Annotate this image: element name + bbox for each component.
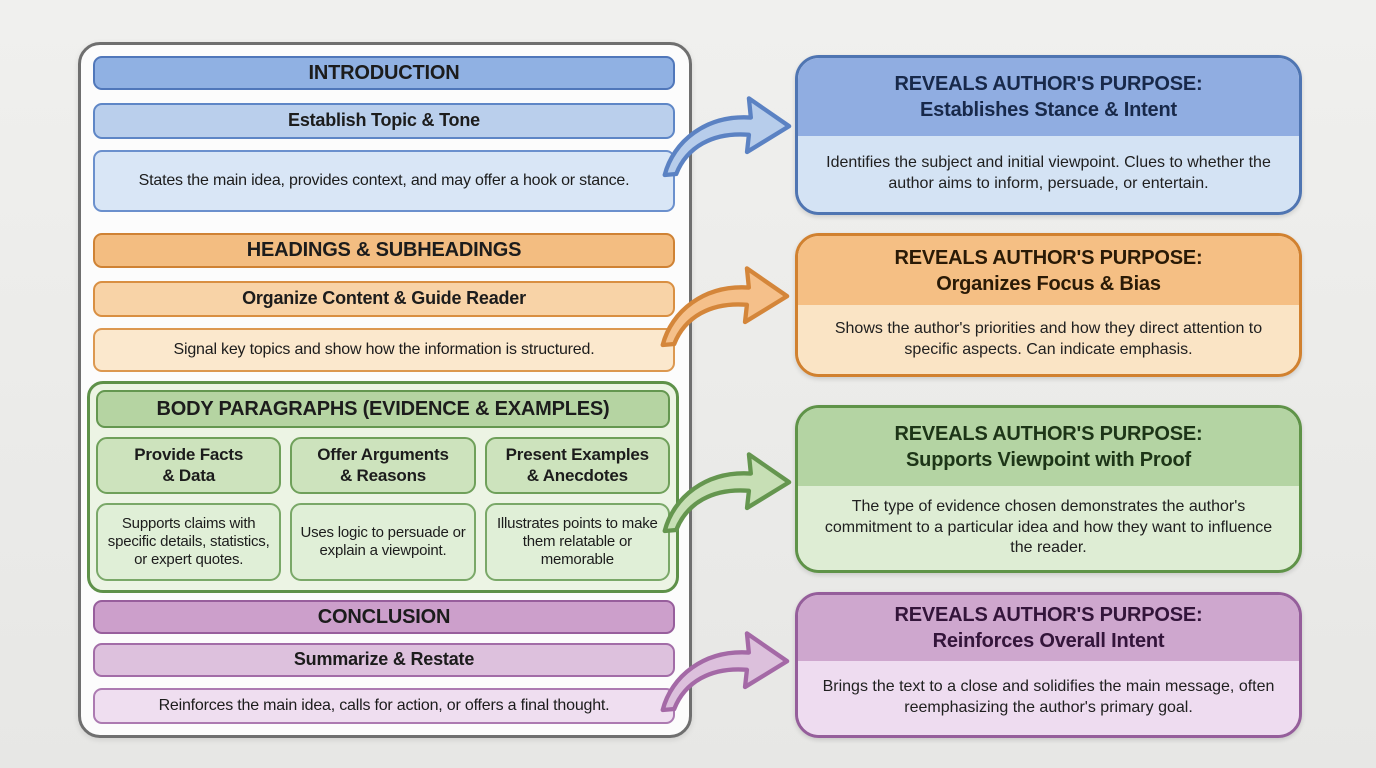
conclusion-subtitle-label: Summarize & Restate bbox=[293, 649, 475, 670]
introduction-subtitle-label: Establish Topic & Tone bbox=[288, 110, 480, 131]
purpose-box-conclusion-heading: REVEALS AUTHOR'S PURPOSE: Reinforces Ove… bbox=[798, 595, 1299, 661]
purpose-heading-line2: Establishes Stance & Intent bbox=[920, 99, 1177, 121]
arguments-description-label: Uses logic to persuade or explain a view… bbox=[300, 524, 466, 559]
introduction-title-label: INTRODUCTION bbox=[308, 61, 460, 84]
facts-description-label: Supports claims with specific details, s… bbox=[107, 515, 270, 568]
purpose-box-headings: REVEALS AUTHOR'S PURPOSE: Organizes Focu… bbox=[795, 233, 1302, 377]
headings-title-label: HEADINGS & SUBHEADINGS bbox=[246, 239, 522, 262]
arguments-title-line2: & Reasons bbox=[339, 465, 427, 485]
purpose-box-body-paragraphs: REVEALS AUTHOR'S PURPOSE: Supports Viewp… bbox=[795, 405, 1302, 573]
purpose-heading-line1: REVEALS AUTHOR'S PURPOSE: bbox=[894, 73, 1203, 95]
purpose-body-text: Shows the author's priorities and how th… bbox=[834, 319, 1263, 358]
facts-column-title: Provide Facts & Data bbox=[96, 437, 282, 494]
introduction-connector-arrow-icon bbox=[662, 96, 792, 178]
headings-title: HEADINGS & SUBHEADINGS bbox=[93, 233, 675, 268]
conclusion-description-label: Reinforces the main idea, calls for acti… bbox=[158, 697, 610, 715]
conclusion-connector-arrow-icon bbox=[660, 631, 790, 713]
purpose-heading-line2: Organizes Focus & Bias bbox=[936, 272, 1161, 295]
headings-subtitle-label: Organize Content & Guide Reader bbox=[242, 288, 526, 309]
purpose-box-body-paragraphs-body: The type of evidence chosen demonstrates… bbox=[798, 486, 1299, 570]
headings-description-label: Signal key topics and show how the infor… bbox=[173, 341, 595, 359]
body-paragraphs-title: BODY PARAGRAPHS (EVIDENCE & EXAMPLES) bbox=[96, 390, 670, 428]
purpose-heading-line2: Reinforces Overall Intent bbox=[932, 630, 1165, 652]
arguments-title-line1: Offer Arguments bbox=[317, 445, 449, 465]
text-structure-panel: INTRODUCTION Establish Topic & Tone Stat… bbox=[78, 42, 692, 738]
purpose-box-introduction: REVEALS AUTHOR'S PURPOSE: Establishes St… bbox=[795, 55, 1302, 215]
conclusion-description: Reinforces the main idea, calls for acti… bbox=[93, 688, 675, 724]
headings-connector-arrow-icon bbox=[660, 266, 790, 348]
purpose-box-introduction-heading: REVEALS AUTHOR'S PURPOSE: Establishes St… bbox=[798, 58, 1299, 136]
arguments-column-description: Uses logic to persuade or explain a view… bbox=[290, 503, 476, 581]
body-connector-arrow-icon bbox=[662, 452, 792, 534]
conclusion-title-label: CONCLUSION bbox=[317, 605, 451, 628]
purpose-box-introduction-body: Identifies the subject and initial viewp… bbox=[798, 136, 1299, 212]
introduction-description-label: States the main idea, provides context, … bbox=[138, 172, 630, 190]
body-paragraphs-container: BODY PARAGRAPHS (EVIDENCE & EXAMPLES) Pr… bbox=[87, 381, 679, 593]
purpose-heading-line1: REVEALS AUTHOR'S PURPOSE: bbox=[894, 604, 1203, 626]
examples-column-title: Present Examples & Anecdotes bbox=[484, 437, 670, 494]
introduction-title: INTRODUCTION bbox=[93, 56, 675, 90]
purpose-box-headings-heading: REVEALS AUTHOR'S PURPOSE: Organizes Focu… bbox=[798, 236, 1299, 305]
arguments-column-title: Offer Arguments & Reasons bbox=[290, 437, 476, 494]
examples-column-description: Illustrates points to make them relatabl… bbox=[484, 503, 670, 581]
conclusion-subtitle: Summarize & Restate bbox=[93, 643, 675, 677]
headings-subtitle: Organize Content & Guide Reader bbox=[93, 281, 675, 317]
purpose-box-conclusion-body: Brings the text to a close and solidifie… bbox=[798, 661, 1299, 735]
headings-description: Signal key topics and show how the infor… bbox=[93, 328, 675, 372]
introduction-subtitle: Establish Topic & Tone bbox=[93, 103, 675, 139]
introduction-description: States the main idea, provides context, … bbox=[93, 150, 675, 212]
purpose-box-body-paragraphs-heading: REVEALS AUTHOR'S PURPOSE: Supports Viewp… bbox=[798, 408, 1299, 486]
purpose-body-text: The type of evidence chosen demonstrates… bbox=[824, 497, 1273, 557]
examples-title-line1: Present Examples bbox=[505, 445, 649, 465]
body-paragraphs-title-label: BODY PARAGRAPHS (EVIDENCE & EXAMPLES) bbox=[156, 397, 610, 420]
purpose-heading-line2: Supports Viewpoint with Proof bbox=[906, 449, 1191, 471]
conclusion-title: CONCLUSION bbox=[93, 600, 675, 634]
facts-title-line1: Provide Facts bbox=[134, 445, 244, 465]
purpose-body-text: Identifies the subject and initial viewp… bbox=[826, 154, 1271, 192]
facts-title-line2: & Data bbox=[162, 465, 215, 485]
facts-column-description: Supports claims with specific details, s… bbox=[96, 503, 282, 581]
body-paragraphs-column-headers: Provide Facts & Data Offer Arguments & R… bbox=[96, 437, 670, 494]
examples-title-line2: & Anecdotes bbox=[526, 465, 628, 485]
purpose-body-text: Brings the text to a close and solidifie… bbox=[822, 678, 1275, 716]
purpose-heading-line1: REVEALS AUTHOR'S PURPOSE: bbox=[894, 423, 1203, 445]
purpose-box-conclusion: REVEALS AUTHOR'S PURPOSE: Reinforces Ove… bbox=[795, 592, 1302, 738]
examples-description-label: Illustrates points to make them relatabl… bbox=[496, 515, 658, 568]
purpose-box-headings-body: Shows the author's priorities and how th… bbox=[798, 305, 1299, 374]
body-paragraphs-column-descriptions: Supports claims with specific details, s… bbox=[96, 503, 670, 581]
purpose-heading-line1: REVEALS AUTHOR'S PURPOSE: bbox=[894, 246, 1203, 269]
